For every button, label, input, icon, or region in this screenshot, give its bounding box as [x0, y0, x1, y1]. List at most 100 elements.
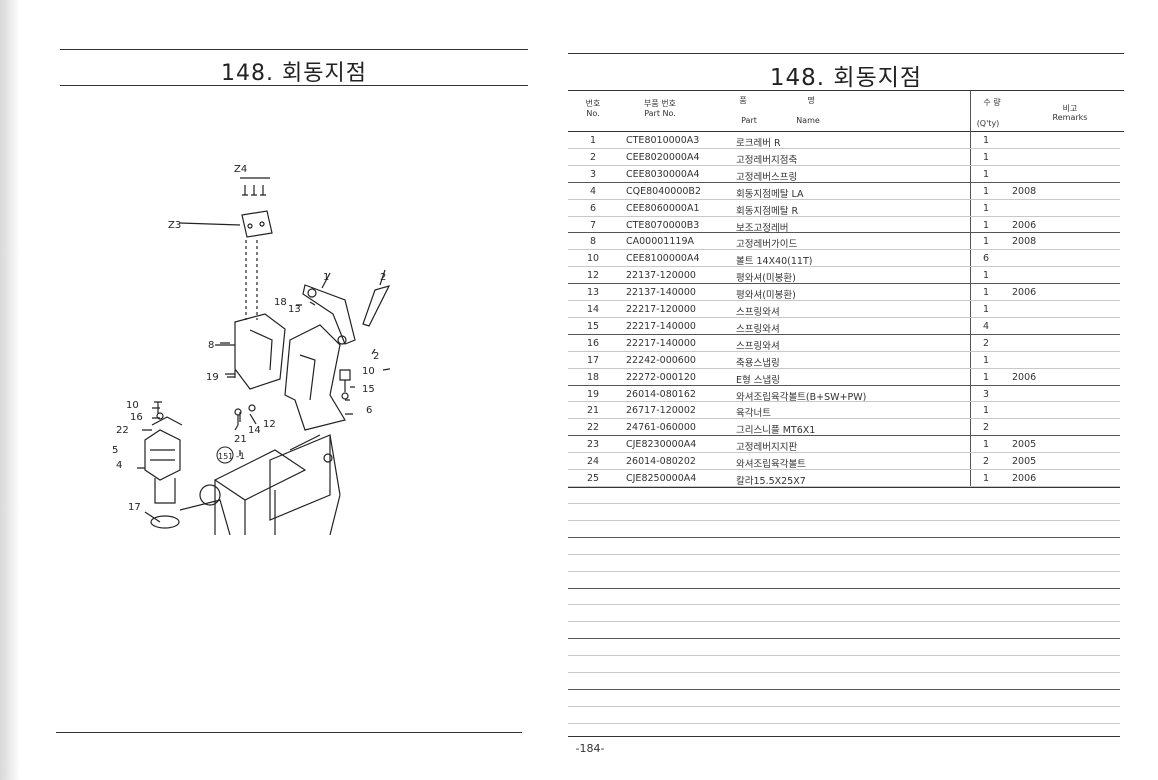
- part-code: CTE8070000B3: [626, 219, 700, 231]
- part-quantity: 2: [982, 422, 990, 434]
- part-name: 와셔조립육각볼트(B+SW+PW): [736, 391, 867, 403]
- left-bottom-rule: [56, 732, 522, 733]
- part-quantity: 1: [982, 354, 990, 366]
- blank-line: [568, 503, 1120, 504]
- diagram-label-13: 13: [288, 304, 301, 315]
- row-separator: [568, 249, 1120, 251]
- header-qty-kr: 수 량: [983, 98, 1001, 107]
- part-code: 22217-120000: [626, 304, 696, 315]
- part-name: 보조고정레버: [736, 222, 789, 234]
- diagram-label-15: 15: [362, 384, 375, 395]
- row-separator: [568, 232, 1120, 234]
- part-quantity: 1: [982, 219, 990, 231]
- part-code: CEE8100000A4: [626, 253, 700, 265]
- part-number-index: 25: [586, 473, 600, 484]
- row-separator: [568, 350, 1120, 352]
- part-number-index: 16: [586, 337, 600, 349]
- header-part-en: Part No.: [644, 109, 676, 118]
- part-quantity: 1: [982, 185, 990, 197]
- part-remark: 2006: [1012, 287, 1037, 299]
- row-separator: [568, 147, 1120, 149]
- blank-line: [568, 621, 1120, 623]
- part-code: CJE8230000A4: [626, 439, 697, 451]
- part-number-index: 22: [586, 422, 600, 434]
- part-code: 22272-000120: [626, 371, 696, 383]
- part-code: 22217-140000: [626, 337, 696, 349]
- row-separator: [568, 283, 1120, 285]
- right-bottom-rule: [568, 736, 1120, 737]
- part-quantity: 1: [982, 202, 990, 214]
- part-code: CA00001119A: [626, 236, 694, 248]
- header-name-kr2: 명: [807, 96, 815, 105]
- part-name: 고정레버스프링: [736, 171, 798, 183]
- part-name: 회동지점메탈 R: [736, 205, 799, 217]
- part-name: 축용스냅링: [736, 357, 780, 369]
- left-page-title: 148. 회동지점: [221, 61, 367, 86]
- part-quantity: 1: [982, 270, 990, 282]
- header-name-en2: Name: [796, 116, 820, 125]
- part-quantity: 1: [982, 168, 990, 180]
- table-header-rule: [568, 131, 1124, 132]
- row-separator: [568, 485, 1120, 487]
- book-spine-shadow: [0, 0, 20, 780]
- blank-line: [568, 638, 1120, 640]
- part-quantity: 1: [982, 473, 990, 484]
- part-name: 로크레버 R: [736, 138, 781, 149]
- header-part-kr: 부품 번호: [644, 99, 676, 108]
- part-remark: 2006: [1012, 371, 1037, 383]
- part-remark: 2005: [1012, 456, 1037, 468]
- part-number-index: 7: [589, 219, 597, 231]
- blank-line: [568, 672, 1120, 673]
- row-separator: [568, 333, 1120, 335]
- row-separator: [568, 316, 1120, 318]
- part-name: 육각너트: [736, 408, 771, 420]
- header-qty-en: (Q'ty): [976, 119, 1000, 128]
- row-separator: [568, 164, 1120, 166]
- diagram-label-12: 12: [263, 419, 276, 430]
- left-title-rule: [60, 85, 528, 86]
- row-separator: [568, 300, 1120, 301]
- blank-line: [568, 604, 1120, 606]
- header-remarks-en: Remarks: [1052, 113, 1088, 122]
- part-code: 22137-140000: [626, 287, 696, 299]
- blank-line: [568, 519, 1120, 521]
- row-separator: [568, 401, 1120, 403]
- part-remark: 2008: [1012, 185, 1037, 197]
- blank-line: [568, 553, 1120, 555]
- part-quantity: 1: [982, 151, 990, 163]
- row-separator: [568, 215, 1120, 217]
- part-remark: 2006: [1012, 473, 1037, 484]
- diagram-label-22: 22: [116, 425, 129, 436]
- part-quantity: 6: [982, 253, 990, 265]
- part-number-index: 6: [589, 202, 597, 214]
- part-name: 회동지점메탈 LA: [736, 188, 804, 200]
- row-separator: [568, 367, 1120, 369]
- row-separator: [568, 452, 1120, 454]
- diagram-label-24: Z4: [234, 164, 247, 175]
- part-remark: 2006: [1012, 219, 1037, 231]
- part-name: 고정레버지점축: [736, 154, 798, 166]
- part-number-index: 3: [589, 168, 597, 180]
- part-name: 칼라15.5X25X7: [736, 476, 806, 487]
- part-number-index: 10: [586, 253, 600, 265]
- part-name: 스프링와셔: [736, 340, 780, 352]
- part-quantity: 1: [982, 135, 990, 146]
- blank-line: [568, 705, 1120, 707]
- part-quantity: 1: [982, 304, 990, 315]
- row-separator: [568, 384, 1120, 386]
- part-name: 고정레버가이드: [736, 239, 798, 251]
- diagram-label-17: 17: [128, 502, 141, 513]
- part-code: 22217-140000: [626, 320, 696, 332]
- header-no-kr: 번호: [585, 99, 601, 108]
- part-number-index: 14: [586, 304, 600, 315]
- part-code: CQE8040000B2: [626, 185, 701, 197]
- part-quantity: 2: [982, 456, 990, 468]
